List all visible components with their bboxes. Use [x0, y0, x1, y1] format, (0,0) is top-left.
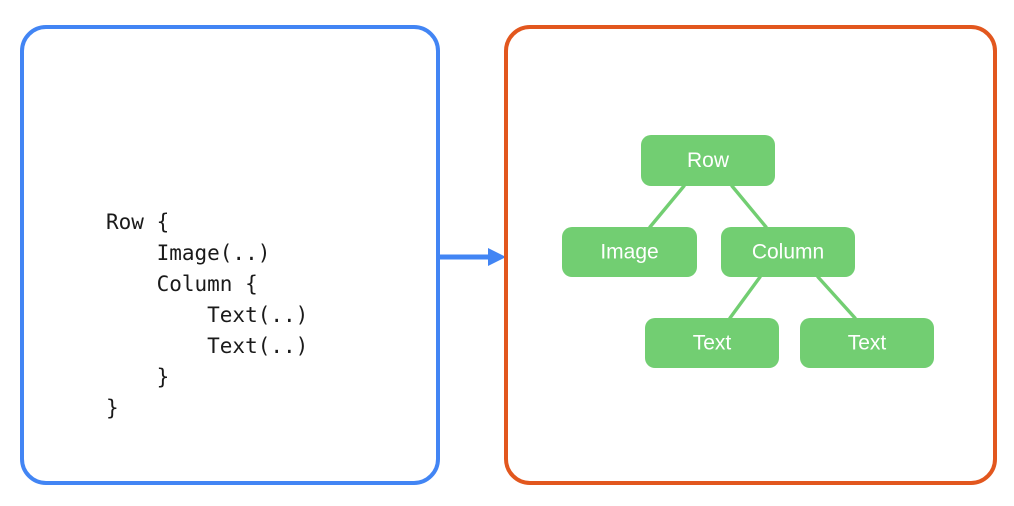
tree-node-box — [721, 227, 855, 277]
tree-node-text2[interactable]: Text — [800, 318, 934, 368]
tree-node-box — [562, 227, 697, 277]
tree-node-row[interactable]: Row — [641, 135, 775, 186]
tree-node-label: Row — [687, 149, 730, 172]
tree-node-box — [645, 318, 779, 368]
tree-edges — [648, 184, 857, 320]
tree-node-text1[interactable]: Text — [645, 318, 779, 368]
tree-node-box — [641, 135, 775, 186]
tree-node-box — [800, 318, 934, 368]
arrow-right-icon — [438, 248, 506, 266]
tree-edge-row-image — [648, 184, 686, 229]
tree-node-label: Text — [693, 332, 732, 355]
tree-node-label: Image — [600, 241, 658, 264]
code-snippet: Row { Image(..) Column { Text(..) Text(.… — [106, 210, 309, 420]
tree-node-image[interactable]: Image — [562, 227, 697, 277]
tree-edge-column-text2 — [816, 275, 857, 320]
code-panel: Row { Image(..) Column { Text(..) Text(.… — [20, 25, 440, 485]
tree-edge-column-text1 — [728, 275, 762, 320]
tree-node-label: Text — [848, 332, 887, 355]
tree-node-column[interactable]: Column — [721, 227, 855, 277]
tree-edge-row-column — [730, 184, 768, 229]
tree-node-label: Column — [752, 241, 824, 264]
